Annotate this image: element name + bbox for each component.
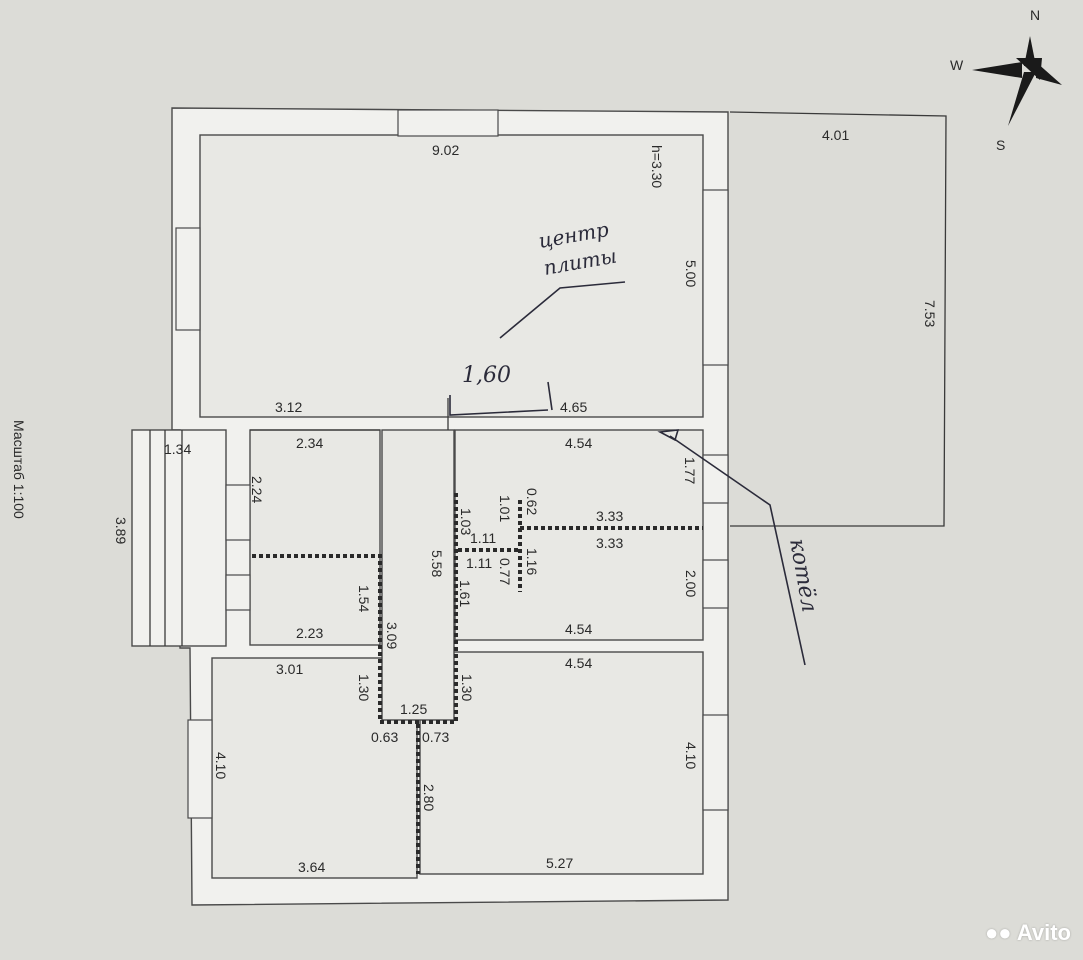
window-small-room	[225, 574, 251, 611]
dim-hall-left-top: 3.12	[275, 399, 302, 415]
dim-hall-right-top: 4.65	[560, 399, 587, 415]
dim-top-width: 9.02	[432, 142, 459, 158]
window-left-upper	[175, 227, 201, 331]
dim-room-bl-left: 4.10	[213, 752, 229, 779]
window-corridor	[225, 484, 251, 541]
dim-step-right: 1.30	[459, 674, 475, 701]
dim-room-mid-bottom: 4.54	[565, 621, 592, 637]
dim-corridor-top: 2.34	[296, 435, 323, 451]
dim-wc-g: 1.16	[524, 548, 540, 575]
dim-porch-width: 1.34	[164, 441, 191, 457]
dim-room-br-right: 4.10	[683, 742, 699, 769]
dim-room-br-bottom: 5.27	[546, 855, 573, 871]
compass-west-label: W	[950, 57, 964, 73]
room-main	[199, 134, 704, 418]
partition-small-room	[252, 490, 458, 724]
dim-room-right-mid: 2.00	[683, 570, 699, 597]
dim-wc-d: 1.11	[470, 530, 496, 546]
dim-wc-f: 0.77	[497, 558, 513, 585]
annex-outline	[729, 111, 947, 527]
dim-small-room-side: 1.54	[356, 585, 372, 612]
avito-logo: ●● Avito	[985, 920, 1071, 946]
window-left-lower	[187, 719, 213, 819]
dim-wc-e: 1.11	[466, 555, 492, 571]
dim-step-b: 0.73	[422, 729, 449, 745]
dim-hall-lower: 1.61	[457, 580, 473, 607]
dim-wc-c: 1.03	[458, 508, 474, 535]
dim-step-left: 1.30	[356, 674, 372, 701]
dim-small-room-length: 3.09	[384, 622, 400, 649]
compass-icon	[972, 36, 1062, 126]
compass-south-label: S	[996, 137, 1005, 153]
dim-room-bl-top: 3.01	[276, 661, 303, 677]
room-middle-right	[454, 429, 704, 641]
dim-corridor-side: 2.24	[249, 476, 265, 503]
ink-dimension-mark	[449, 381, 553, 416]
dim-small-room-bottom: 2.23	[296, 625, 323, 641]
window-right-upper	[702, 189, 729, 366]
compass-north-label: N	[1030, 7, 1040, 23]
dim-hall-length: 5.58	[429, 550, 445, 577]
ink-boiler-pointer	[657, 429, 806, 666]
dim-main-right: 5.00	[683, 260, 699, 287]
porch	[131, 429, 227, 647]
dim-annex-right: 7.53	[922, 300, 938, 327]
dim-wc-b: 1.01	[497, 495, 513, 522]
ink-pointer-line	[499, 281, 626, 339]
dim-step-width: 1.25	[400, 701, 427, 717]
window-right-lower	[702, 559, 729, 609]
window-right-mid	[702, 454, 729, 504]
dim-partition-low: 2.80	[421, 784, 437, 811]
dim-partition-bottom: 3.33	[596, 535, 623, 551]
dim-porch-length: 3.89	[113, 517, 129, 544]
room-small-left	[249, 429, 381, 646]
dim-annex-top: 4.01	[822, 127, 849, 143]
dim-height: h=3.30	[649, 145, 665, 188]
note-handwritten-dimension: 1,60	[462, 363, 511, 388]
avito-logo-icon: ●●	[984, 920, 1012, 945]
dim-step-a: 0.63	[371, 729, 398, 745]
avito-logo-text: Avito	[1016, 920, 1071, 945]
window-right-bottom	[702, 714, 729, 811]
dim-room-bl-bottom: 3.64	[298, 859, 325, 875]
dim-wc-a: 0.62	[524, 488, 540, 515]
dim-room-br-top: 4.54	[565, 655, 592, 671]
partition-wc	[458, 500, 703, 592]
scale-label: Масштаб 1:100	[11, 420, 27, 519]
dim-partition-top: 3.33	[596, 508, 623, 524]
window-top	[397, 109, 499, 137]
dim-room-mid-top: 4.54	[565, 435, 592, 451]
dim-room-mid-right: 1.77	[682, 457, 698, 484]
